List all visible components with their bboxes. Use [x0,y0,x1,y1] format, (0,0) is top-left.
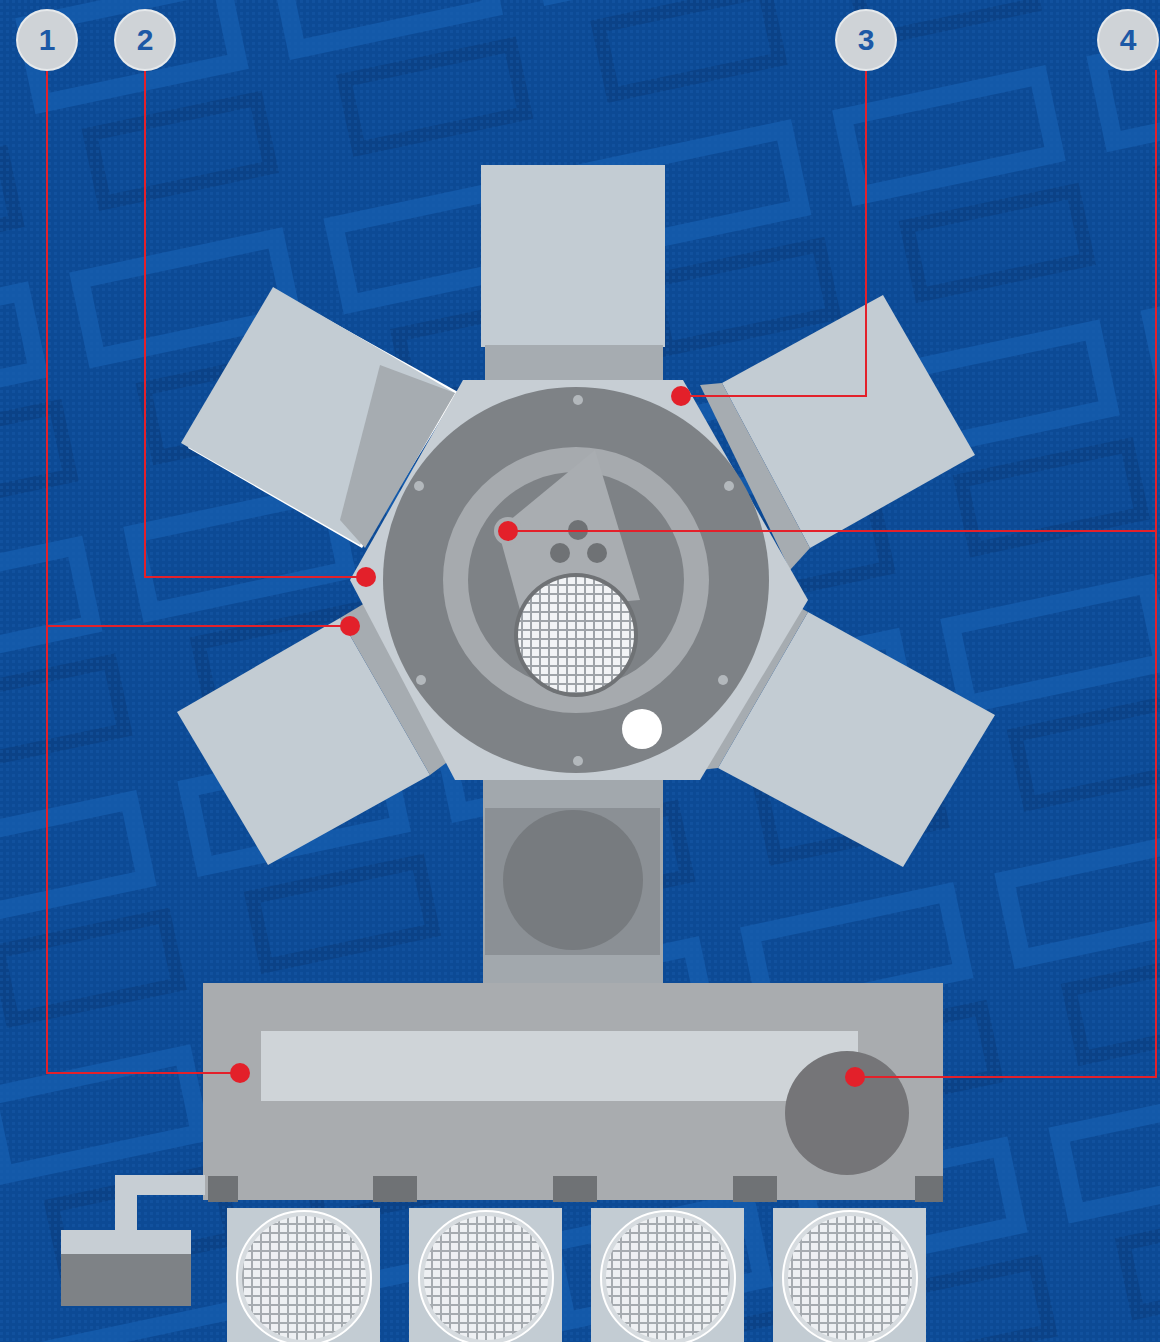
process-modules [177,165,995,867]
front-end-module [203,983,943,1202]
transfer-chamber [350,380,808,780]
callout-number: 3 [858,25,875,55]
callout-badge: 2 [116,11,174,69]
wafer-cassette [227,1208,380,1342]
callout-badge: 4 [1099,11,1157,69]
leader-lines [47,70,1156,1077]
callout-number: 2 [137,25,154,55]
callout-badge: 3 [837,11,895,69]
callout-badge: 1 [18,11,76,69]
wafer-cassette [591,1208,744,1342]
wafer-cassettes [227,1208,926,1342]
callout-number: 1 [39,25,56,55]
wafer-cassette [409,1208,562,1342]
wafer-cassette [773,1208,926,1342]
pump [61,1175,205,1306]
callout-number: 4 [1120,25,1137,55]
leader-dots [230,386,865,1087]
load-lock [483,780,663,985]
